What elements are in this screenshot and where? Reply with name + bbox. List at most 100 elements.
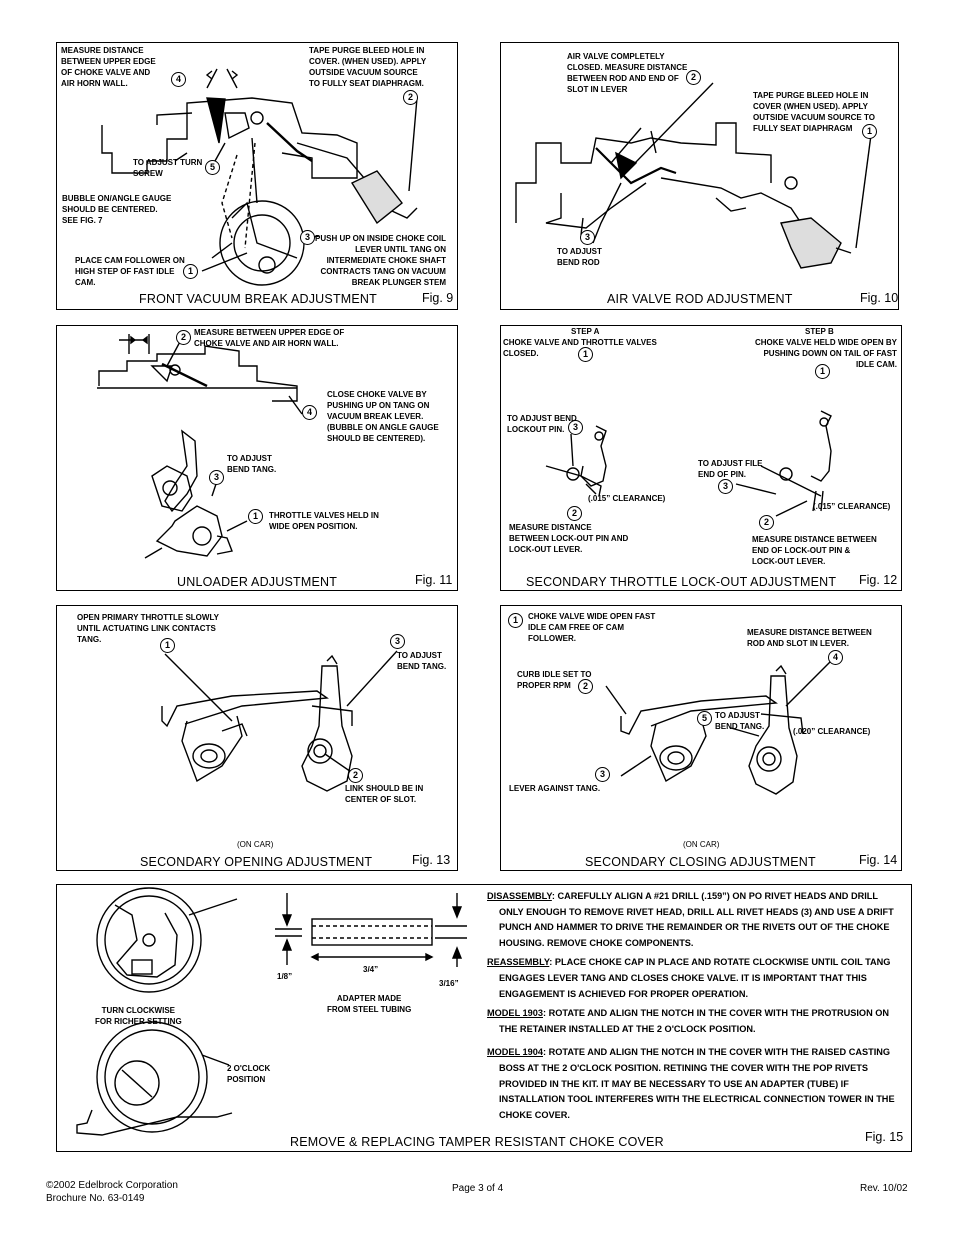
note-close-choke-valve: CLOSE CHOKE VALVE BY PUSHING UP ON TANG … (327, 390, 439, 443)
note-curb-idle: CURB IDLE SET TO PROPER RPM (517, 670, 592, 690)
paragraph-model-1903: MODEL 1903: ROTATE AND ALIGN THE NOTCH I… (487, 1008, 890, 1034)
note-choke-wide-open: CHOKE VALVE WIDE OPEN FAST IDLE CAM FREE… (528, 612, 656, 643)
note-valves-closed: CHOKE VALVE AND THROTTLE VALVES CLOSED. (503, 338, 657, 358)
note-measure-upper-edge: MEASURE BETWEEN UPPER EDGE OF CHOKE VALV… (194, 328, 345, 348)
marker-2: 2 (403, 90, 418, 105)
note-step-b: STEP B (805, 327, 834, 336)
figure-11-panel: MEASURE BETWEEN UPPER EDGE OF CHOKE VALV… (56, 325, 458, 591)
marker-3b: 3 (718, 479, 733, 494)
note-choke-held-open: CHOKE VALVE HELD WIDE OPEN BY PUSHING DO… (755, 338, 897, 369)
figure-15-caption: REMOVE & REPLACING TAMPER RESISTANT CHOK… (290, 1135, 664, 1149)
figure-10-number: Fig. 10 (860, 291, 899, 305)
figure-13-caption: SECONDARY OPENING ADJUSTMENT (140, 855, 373, 869)
marker-1: 1 (160, 638, 175, 653)
note-adjust-bend-tang: TO ADJUST BEND TANG. (227, 454, 277, 474)
marker-2a: 2 (567, 506, 582, 521)
paragraph-disassembly: DISASSEMBLY: CAREFULLY ALIGN A #21 DRILL… (487, 891, 894, 948)
figure-14-caption: SECONDARY CLOSING ADJUSTMENT (585, 855, 816, 869)
figure-11-caption: UNLOADER ADJUSTMENT (177, 575, 338, 589)
marker-3: 3 (595, 767, 610, 782)
figure-14-number: Fig. 14 (859, 853, 898, 867)
marker-3: 3 (580, 230, 595, 245)
figure-12-caption: SECONDARY THROTTLE LOCK-OUT ADJUSTMENT (526, 575, 837, 589)
marker-5: 5 (205, 160, 220, 175)
note-push-up-choke-lever: PUSH UP ON INSIDE CHOKE COIL LEVER UNTIL… (315, 234, 446, 287)
note-clearance-a: (.015” CLEARANCE) (588, 494, 666, 503)
note-clearance: (.020” CLEARANCE) (793, 727, 871, 736)
note-on-car: (ON CAR) (237, 840, 274, 849)
figure-13-panel: OPEN PRIMARY THROTTLE SLOWLY UNTIL ACTUA… (56, 605, 458, 871)
figure-15-number: Fig. 15 (865, 1130, 904, 1144)
note-adapter-tubing: ADAPTER MADE FROM STEEL TUBING (327, 994, 412, 1014)
paragraph-reassembly: REASSEMBLY: PLACE CHOKE CAP IN PLACE AND… (487, 957, 891, 999)
note-clearance-b: (.015” CLEARANCE) (813, 502, 891, 511)
figure-9-panel: MEASURE DISTANCE BETWEEN UPPER EDGE OF C… (56, 42, 458, 310)
marker-3a: 3 (568, 420, 583, 435)
figure-15-panel: TURN CLOCKWISE FOR RICHER SETTING 2 O'CL… (56, 884, 912, 1152)
footer-page-number: Page 3 of 4 (452, 1183, 504, 1194)
note-adjust-bend-pin: TO ADJUST BEND LOCKOUT PIN. (507, 414, 577, 434)
dim-1-8: 1/8” (277, 972, 293, 981)
note-adjust-file-pin: TO ADJUST FILE END OF PIN. (698, 459, 763, 479)
marker-4: 4 (302, 405, 317, 420)
figure-10-panel: AIR VALVE COMPLETELY CLOSED. MEASURE DIS… (500, 42, 899, 310)
marker-5: 5 (697, 711, 712, 726)
note-measure-distance: MEASURE DISTANCE BETWEEN UPPER EDGE OF C… (61, 46, 156, 88)
figure-9-caption: FRONT VACUUM BREAK ADJUSTMENT (139, 292, 377, 306)
note-link-center-slot: LINK SHOULD BE IN CENTER OF SLOT. (345, 784, 424, 804)
note-2-oclock: 2 O'CLOCK POSITION (227, 1064, 271, 1084)
marker-4: 4 (171, 72, 186, 87)
footer-copyright: ©2002 Edelbrock Corporation Brochure No.… (46, 1180, 178, 1204)
instructions-text: DISASSEMBLY: CAREFULLY ALIGN A #21 DRILL… (487, 889, 903, 1123)
figure-11-number: Fig. 11 (415, 573, 453, 587)
marker-1b: 1 (815, 364, 830, 379)
paragraph-model-1904: MODEL 1904: ROTATE AND ALIGN THE NOTCH I… (487, 1047, 895, 1120)
note-air-valve-closed: AIR VALVE COMPLETELY CLOSED. MEASURE DIS… (567, 52, 688, 94)
choke-cover-illustration (76, 887, 467, 1136)
figure-14-panel: CHOKE VALVE WIDE OPEN FAST IDLE CAM FREE… (500, 605, 902, 871)
marker-2: 2 (176, 330, 191, 345)
marker-2b: 2 (759, 515, 774, 530)
marker-1: 1 (508, 613, 523, 628)
note-adjust-turn-screw: TO ADJUST TURN SCREW (133, 158, 203, 178)
note-adjust-bend-tang: TO ADJUST BEND TANG. (397, 651, 447, 671)
unloader-illustration (97, 334, 303, 559)
front-vacuum-break-illustration (101, 68, 418, 286)
air-valve-rod-illustration (515, 82, 872, 269)
figure-12-panel: STEP A CHOKE VALVE AND THROTTLE VALVES C… (500, 325, 902, 591)
marker-1: 1 (862, 124, 877, 139)
note-tape-purge: TAPE PURGE BLEED HOLE IN COVER (WHEN USE… (753, 91, 875, 133)
marker-3: 3 (300, 230, 315, 245)
note-bubble-gauge: BUBBLE ON/ANGLE GAUGE SHOULD BE CENTERED… (62, 194, 172, 225)
marker-3: 3 (390, 634, 405, 649)
note-adjust-bend-tang: TO ADJUST BEND TANG. (715, 711, 765, 731)
note-place-cam-follower: PLACE CAM FOLLOWER ON HIGH STEP OF FAST … (75, 256, 185, 287)
note-on-car: (ON CAR) (683, 840, 720, 849)
marker-2: 2 (686, 70, 701, 85)
note-step-a: STEP A (571, 327, 600, 336)
figure-9-number: Fig. 9 (422, 291, 454, 305)
note-measure-rod-slot: MEASURE DISTANCE BETWEEN ROD AND SLOT IN… (747, 628, 872, 648)
secondary-closing-illustration (605, 660, 832, 795)
dim-3-4: 3/4” (363, 965, 379, 974)
note-lever-against-tang: LEVER AGAINST TANG. (509, 784, 601, 793)
figure-13-number: Fig. 13 (412, 853, 451, 867)
marker-4: 4 (828, 650, 843, 665)
note-measure-end-pin: MEASURE DISTANCE BETWEEN END OF LOCK-OUT… (752, 535, 877, 566)
marker-1a: 1 (578, 347, 593, 362)
note-turn-clockwise: TURN CLOCKWISE FOR RICHER SETTING (95, 1006, 182, 1026)
marker-1: 1 (183, 264, 198, 279)
note-adjust-bend-rod: TO ADJUST BEND ROD (557, 247, 602, 267)
marker-1: 1 (248, 509, 263, 524)
note-measure-pin-lever: MEASURE DISTANCE BETWEEN LOCK-OUT PIN AN… (509, 523, 629, 554)
note-open-primary-throttle: OPEN PRIMARY THROTTLE SLOWLY UNTIL ACTUA… (77, 613, 219, 644)
note-tape-purge: TAPE PURGE BLEED HOLE IN COVER. (WHEN US… (309, 46, 427, 88)
footer-revision: Rev. 10/02 (860, 1183, 908, 1194)
marker-3: 3 (209, 470, 224, 485)
marker-2: 2 (348, 768, 363, 783)
dim-3-16: 3/16” (439, 979, 459, 988)
figure-12-number: Fig. 12 (859, 573, 898, 587)
figure-10-caption: AIR VALVE ROD ADJUSTMENT (607, 292, 793, 306)
note-throttle-valves-open: THROTTLE VALVES HELD IN WIDE OPEN POSITI… (269, 511, 379, 531)
lockout-illustration (545, 410, 832, 517)
